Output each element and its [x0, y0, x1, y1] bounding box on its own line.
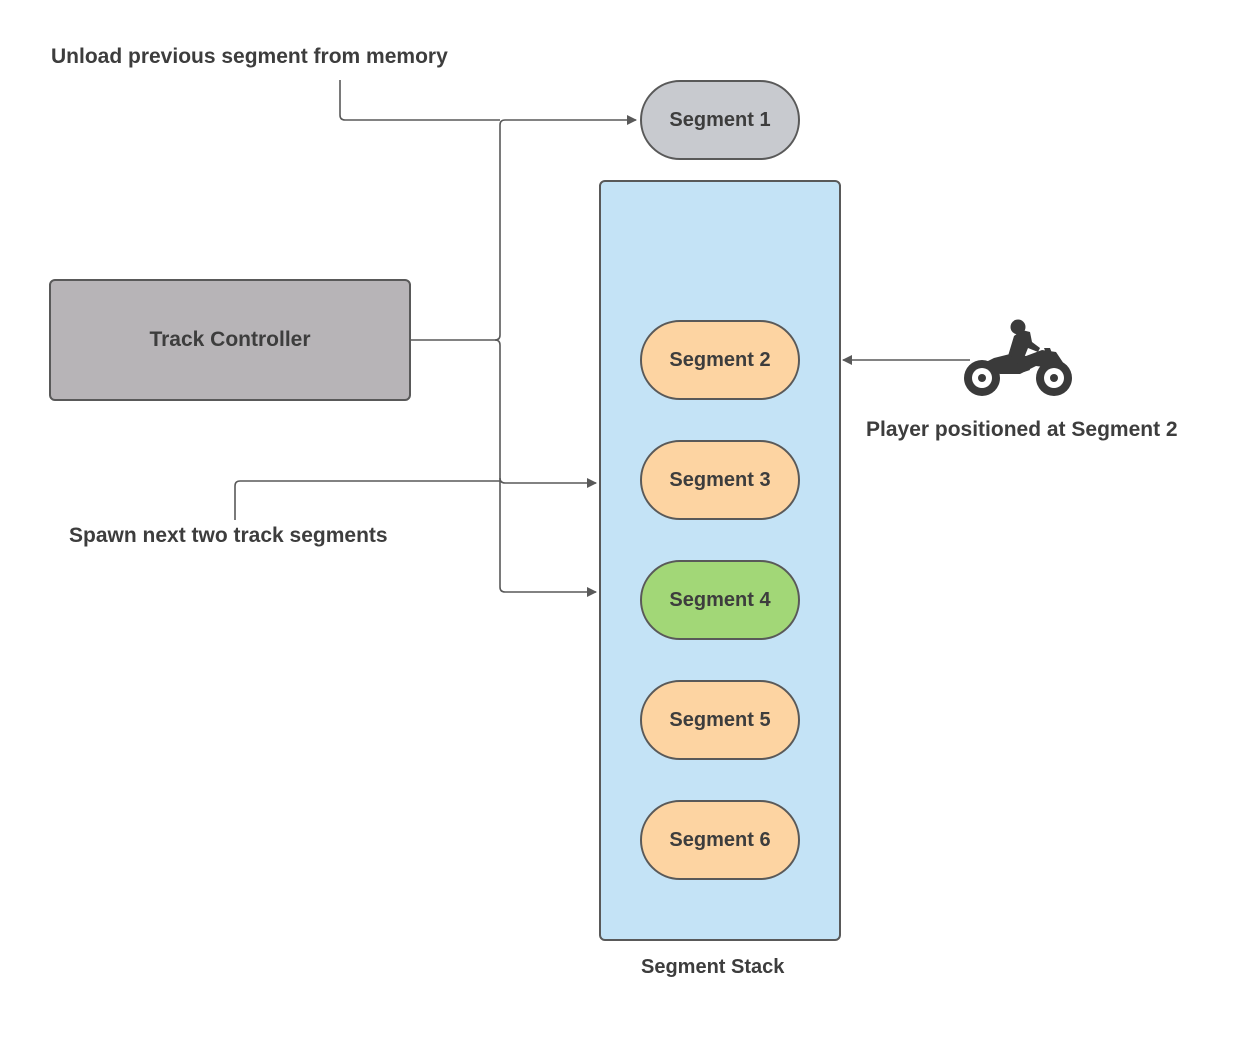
- player-annotation: Player positioned at Segment 2: [866, 418, 1178, 441]
- segment-5-label: Segment 5: [669, 708, 771, 731]
- segment-3-node: Segment 3: [640, 440, 800, 520]
- unload-annotation: Unload previous segment from memory: [51, 45, 448, 68]
- track-controller-label: Track Controller: [149, 328, 311, 351]
- segment-6-node: Segment 6: [640, 800, 800, 880]
- segment-1-label: Segment 1: [669, 108, 771, 131]
- segment-stack-caption: Segment Stack: [641, 956, 785, 978]
- motorcycle-rider-icon: [964, 319, 1072, 396]
- spawn-annotation: Spawn next two track segments: [69, 524, 388, 547]
- segment-6-label: Segment 6: [669, 828, 771, 851]
- track-controller-box: Track Controller: [49, 279, 411, 401]
- segment-3-label: Segment 3: [669, 468, 771, 491]
- controller-to-stack-lower-arrow: [499, 478, 597, 597]
- segment-4-label: Segment 4: [669, 588, 771, 611]
- segment-2-label: Segment 2: [669, 348, 771, 371]
- segment-5-node: Segment 5: [640, 680, 800, 760]
- spawn-annotation-line: [234, 480, 500, 520]
- segment-2-node: Segment 2: [640, 320, 800, 400]
- unload-annotation-line: [339, 80, 500, 121]
- controller-to-stack-upper-arrow: [494, 339, 597, 488]
- segment-4-node: Segment 4: [640, 560, 800, 640]
- segment-1-node: Segment 1: [640, 80, 800, 160]
